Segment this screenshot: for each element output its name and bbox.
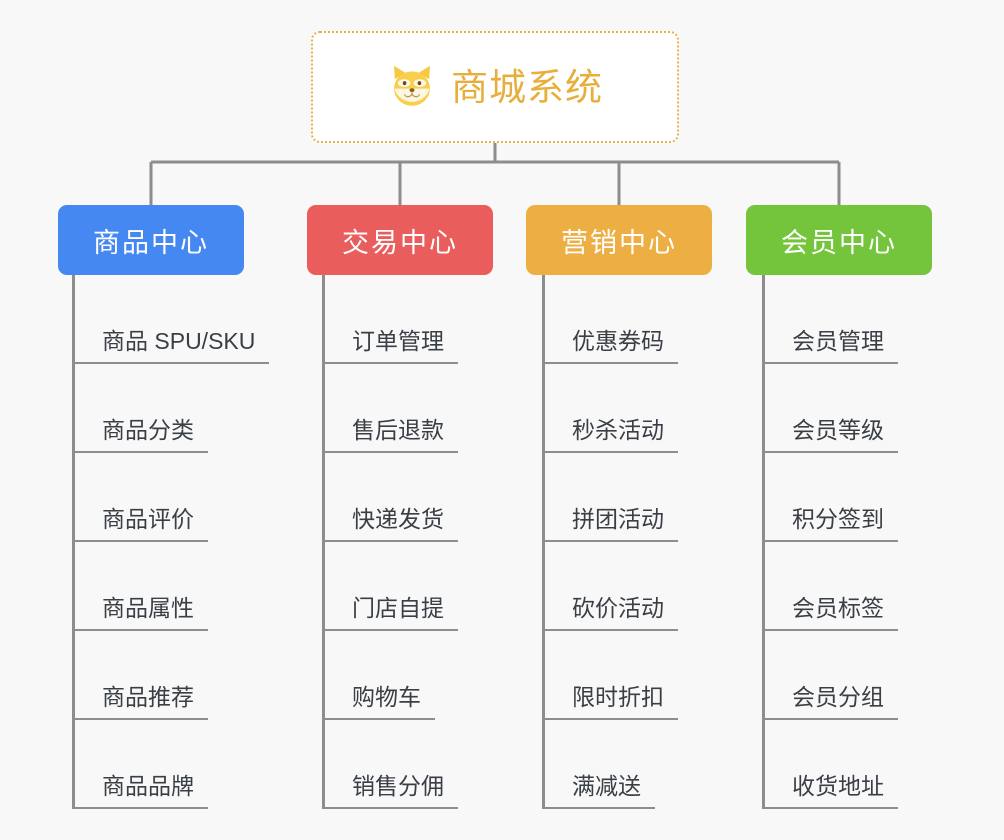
leaf-item[interactable]: 订单管理 [322,275,458,364]
category-node-trade-center[interactable]: 交易中心 [307,205,493,275]
leaf-item[interactable]: 商品属性 [72,542,208,631]
shiba-dog-face-icon [394,65,430,106]
category-node-marketing-center[interactable]: 营销中心 [526,205,712,275]
leaf-item[interactable]: 会员等级 [762,364,898,453]
column-spine-line [322,275,325,809]
leaf-item[interactable]: 商品推荐 [72,631,208,720]
category-label: 会员中心 [781,227,897,258]
leaf-item[interactable]: 会员标签 [762,542,898,631]
leaf-item-label: 积分签到 [762,508,898,542]
leaf-item-label: 砍价活动 [542,597,678,631]
leaf-item[interactable]: 售后退款 [322,364,458,453]
leaf-item[interactable]: 商品品牌 [72,720,208,809]
leaf-item[interactable]: 会员管理 [762,275,898,364]
category-label: 营销中心 [561,227,677,258]
leaf-item-label: 商品 SPU/SKU [72,330,270,364]
category-node-member-center[interactable]: 会员中心 [746,205,932,275]
leaf-item-label: 购物车 [322,686,435,720]
leaf-item-label: 售后退款 [322,419,458,453]
leaf-item-label: 秒杀活动 [542,419,678,453]
leaf-item[interactable]: 商品 SPU/SKU [72,275,270,364]
column-spine-line [542,275,545,809]
leaf-item-label: 满减送 [542,775,655,809]
leaf-item[interactable]: 秒杀活动 [542,364,678,453]
leaf-item-label: 商品评价 [72,508,208,542]
category-label: 交易中心 [342,227,458,258]
leaf-item[interactable]: 商品分类 [72,364,208,453]
leaf-item[interactable]: 销售分佣 [322,720,458,809]
leaf-item[interactable]: 积分签到 [762,453,898,542]
leaf-item-label: 商品推荐 [72,686,208,720]
leaf-item-label: 优惠券码 [542,330,678,364]
leaf-item-label: 快递发货 [322,508,458,542]
column-spine-line [72,275,75,809]
leaf-item-label: 商品属性 [72,597,208,631]
leaf-item-label: 销售分佣 [322,775,458,809]
root-title: 商城系统 [451,66,603,108]
category-node-product-center[interactable]: 商品中心 [58,205,244,275]
column-spine-line [762,275,765,809]
leaf-item-label: 门店自提 [322,597,458,631]
leaf-item[interactable]: 购物车 [322,631,435,720]
leaf-item-label: 会员分组 [762,686,898,720]
leaf-item[interactable]: 限时折扣 [542,631,678,720]
root-node[interactable]: 商城系统 [311,31,679,143]
leaf-item-label: 会员管理 [762,330,898,364]
leaf-item-label: 限时折扣 [542,686,678,720]
leaf-item[interactable]: 快递发货 [322,453,458,542]
leaf-item[interactable]: 收货地址 [762,720,898,809]
leaf-item[interactable]: 优惠券码 [542,275,678,364]
leaf-item-label: 商品分类 [72,419,208,453]
leaf-item[interactable]: 商品评价 [72,453,208,542]
leaf-item-label: 会员标签 [762,597,898,631]
leaf-item-label: 订单管理 [322,330,458,364]
leaf-item[interactable]: 砍价活动 [542,542,678,631]
leaf-item[interactable]: 门店自提 [322,542,458,631]
leaf-item-label: 拼团活动 [542,508,678,542]
leaf-item[interactable]: 拼团活动 [542,453,678,542]
leaf-item-label: 会员等级 [762,419,898,453]
leaf-item-label: 商品品牌 [72,775,208,809]
leaf-item-label: 收货地址 [762,775,898,809]
leaf-item[interactable]: 满减送 [542,720,655,809]
category-label: 商品中心 [93,227,209,258]
leaf-item[interactable]: 会员分组 [762,631,898,720]
